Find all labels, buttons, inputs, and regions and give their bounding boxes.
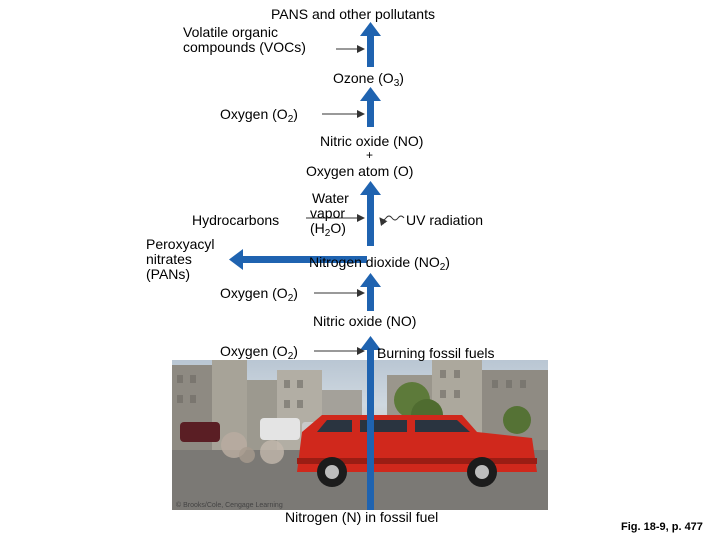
main-arrow-segment-nitric-oxide-2 (360, 273, 381, 311)
water-vapor-label-line3: (H2O) (310, 220, 346, 240)
main-arrow-segment-nitric-oxide (360, 87, 381, 127)
nitric-oxide-label-1: Nitric oxide (NO) (320, 133, 424, 149)
voc-label-line1: Volatile organic (183, 24, 278, 40)
oxygen-label-1: Oxygen (O2) (220, 106, 298, 126)
street-scene-photo (172, 360, 548, 510)
oxygen-label-2: Oxygen (O2) (220, 285, 298, 305)
peroxyacyl-label-line1: Peroxyacyl (146, 236, 215, 252)
oxygen-atom-label: Oxygen atom (O) (306, 163, 414, 179)
main-arrow-segment-nitrogen-dioxide (360, 181, 381, 246)
pans-arrow (229, 249, 367, 270)
burning-fossil-fuels-label: Burning fossil fuels (377, 345, 495, 361)
uv-wavy-arrow (379, 215, 405, 226)
nitric-oxide-label-2: Nitric oxide (NO) (313, 313, 417, 329)
uv-radiation-label: UV radiation (406, 212, 484, 228)
nitrogen-fossil-fuel-label: Nitrogen (N) in fossil fuel (283, 509, 441, 525)
voc-label-line2: compounds (VOCs) (183, 39, 306, 55)
figure-caption: Fig. 18-9, p. 477 (621, 521, 703, 533)
hydrocarbons-label: Hydrocarbons (192, 212, 280, 228)
water-vapor-label-line2: vapor (310, 205, 346, 221)
water-vapor-label-line1: Water (312, 190, 349, 206)
main-arrow-segment-nitrogen (360, 336, 381, 516)
oxygen-label-3: Oxygen (O2) (220, 343, 298, 363)
nitrogen-dioxide-label: Nitrogen dioxide (NO2) (309, 254, 450, 274)
main-arrow-segment-ozone (360, 22, 381, 67)
pans-label: PANS and other pollutants (271, 6, 435, 22)
peroxyacyl-label-line2: nitrates (146, 251, 192, 267)
ozone-label: Ozone (O3) (333, 70, 404, 90)
plus-sign: + (366, 148, 374, 162)
peroxyacyl-label-line3: (PANs) (146, 266, 191, 282)
copyright-notice: © Brooks/Cole, Cengage Learning (176, 502, 283, 509)
